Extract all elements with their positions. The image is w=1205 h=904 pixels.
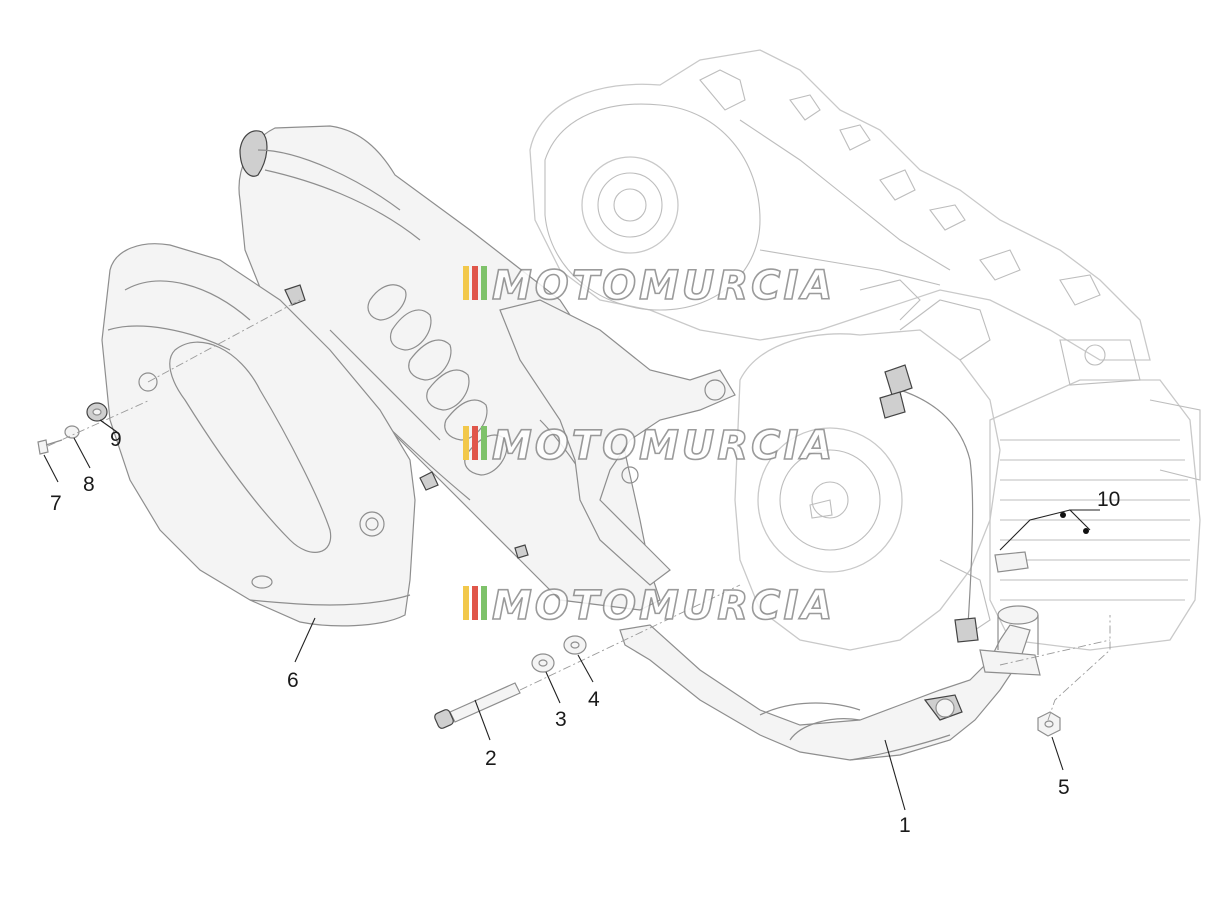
watermark-stripe-green [481, 266, 487, 300]
callout-4[interactable]: 4 [588, 688, 600, 711]
engine-assembly [529, 49, 1201, 651]
watermark-text: MOTOMURCIA [492, 263, 835, 309]
watermark-stripe-yellow [463, 266, 469, 300]
callout-9[interactable]: 9 [110, 428, 122, 451]
watermark-stripe-red [472, 426, 478, 460]
watermark-stripe-green [481, 586, 487, 620]
callout-6[interactable]: 6 [287, 669, 299, 692]
watermark-stripe-green [481, 426, 487, 460]
callout-8[interactable]: 8 [83, 473, 95, 496]
callout-labels: 1 2 3 4 5 6 7 8 9 10 [50, 428, 1120, 837]
callout-10[interactable]: 10 [1097, 488, 1120, 511]
exhaust-pipe [619, 605, 1041, 761]
watermark-stripe-yellow [463, 426, 469, 460]
watermark-text: MOTOMURCIA [492, 583, 835, 629]
watermark-stripe-red [472, 266, 478, 300]
callout-2[interactable]: 2 [485, 747, 497, 770]
washer-tiny [64, 425, 80, 439]
nut [1037, 711, 1061, 737]
screw-small [37, 439, 63, 455]
grommet [86, 402, 108, 422]
watermark-stripe-red [472, 586, 478, 620]
assembly-axes [47, 299, 1111, 721]
callout-1[interactable]: 1 [899, 814, 911, 837]
watermark-bottom: MOTOMURCIA [463, 582, 835, 630]
watermark-text: MOTOMURCIA [492, 423, 835, 469]
watermark-top: MOTOMURCIA [463, 262, 835, 310]
lambda-sensor [879, 364, 1029, 643]
callout-7[interactable]: 7 [50, 492, 62, 515]
watermark-middle: MOTOMURCIA [463, 422, 835, 470]
bolt-long [434, 682, 521, 729]
washer-large [563, 635, 587, 655]
callout-5[interactable]: 5 [1058, 776, 1070, 799]
callout-3[interactable]: 3 [555, 708, 567, 731]
watermark-stripe-yellow [463, 586, 469, 620]
washer-small [531, 653, 555, 673]
heat-shield [101, 243, 416, 627]
callout-leaders [43, 419, 1100, 811]
muffler-body [238, 125, 661, 611]
muffler-bracket [499, 299, 736, 586]
